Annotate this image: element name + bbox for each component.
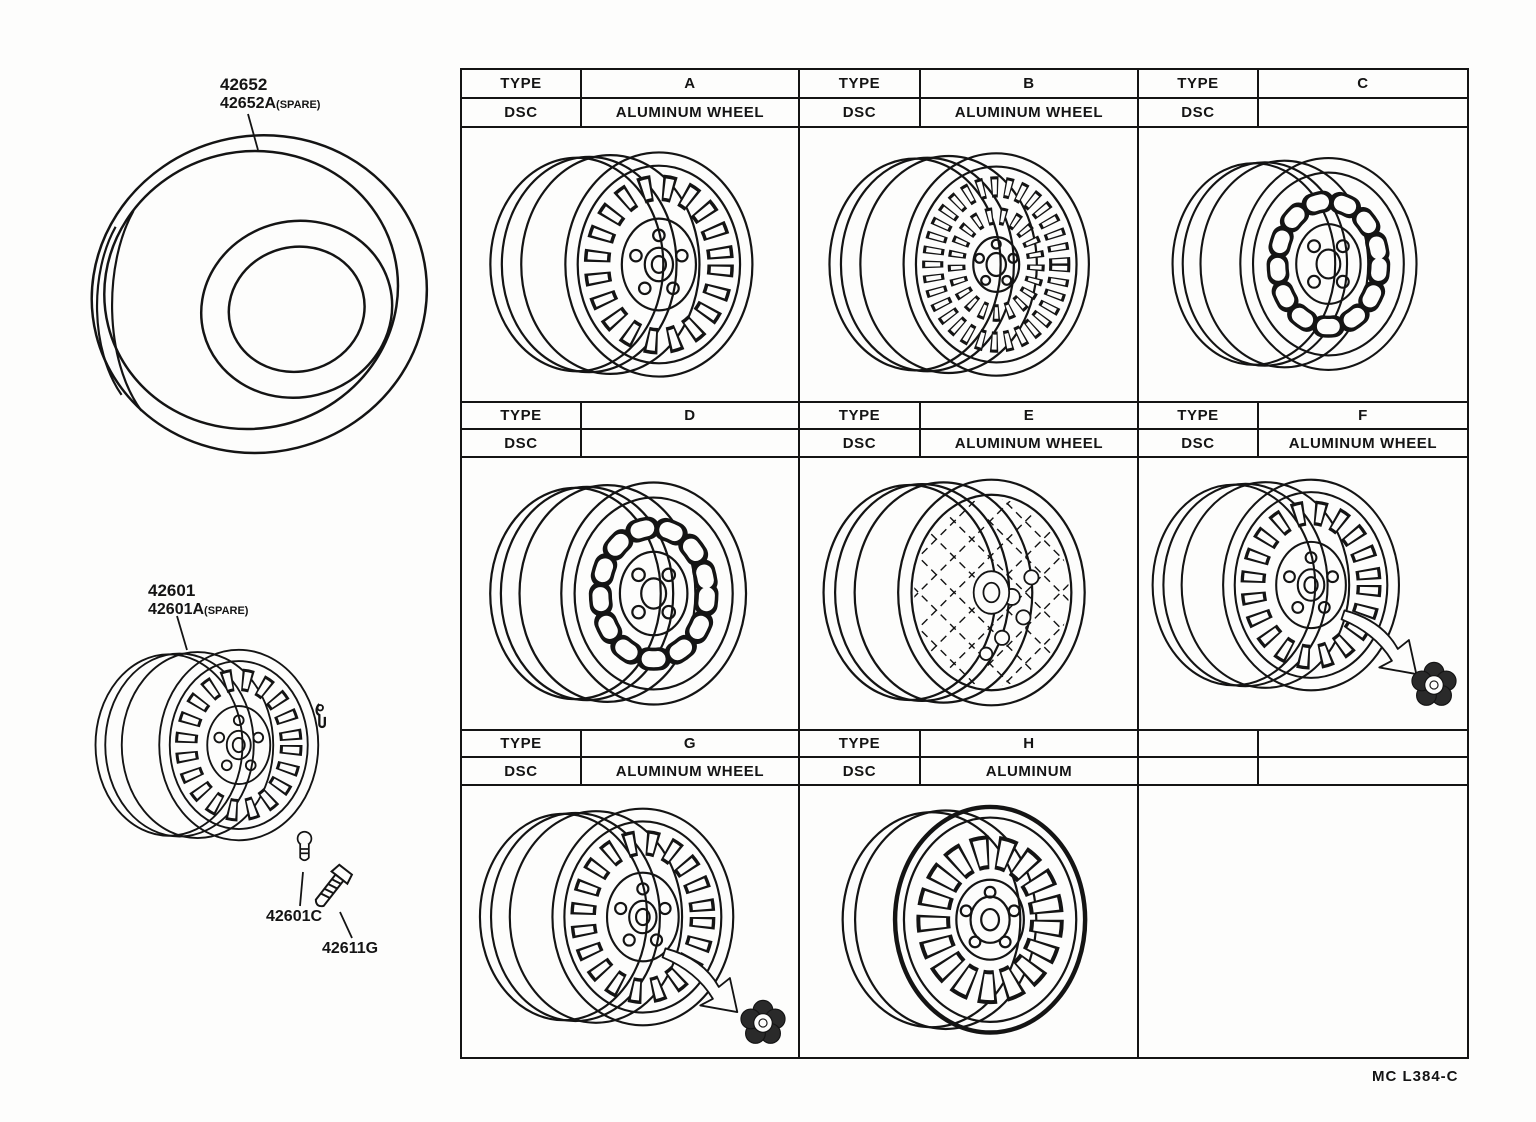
type-value-empty <box>1259 731 1467 756</box>
type-header-a: TYPE <box>462 70 580 97</box>
center-cap-star-icon <box>1405 656 1463 714</box>
cell-type-h <box>800 786 1137 1057</box>
cell-type-d <box>462 458 798 729</box>
cell-empty <box>1139 786 1467 1057</box>
tire-spare-note: (SPARE) <box>276 98 321 111</box>
dsc-value-empty <box>1259 758 1467 784</box>
type-value-h: H <box>921 731 1137 756</box>
cell-type-c <box>1139 128 1467 401</box>
type-value-b: B <box>921 70 1137 97</box>
dsc-value-c <box>1259 99 1467 126</box>
valve-part-icon <box>291 830 318 868</box>
wheel-spare-note: (SPARE) <box>204 604 249 617</box>
dsc-value-a: ALUMINUM WHEEL <box>582 99 798 126</box>
type-header-g: TYPE <box>462 731 580 756</box>
cell-type-a <box>462 128 798 401</box>
type-value-f: F <box>1259 403 1467 428</box>
wheel-type-b-illustration <box>818 133 1118 396</box>
type-value-e: E <box>921 403 1137 428</box>
cell-type-g <box>462 786 798 1057</box>
type-value-a: A <box>582 70 798 97</box>
page-code: MC L384-C <box>1372 1068 1459 1085</box>
dsc-value-h: ALUMINUM <box>921 758 1137 784</box>
type-header-h: TYPE <box>800 731 919 756</box>
cell-type-f <box>1139 458 1467 729</box>
dsc-header-empty <box>1139 758 1257 784</box>
wheel-type-a-illustration <box>478 133 778 396</box>
tire-part-number: 42652 <box>220 75 268 94</box>
dsc-value-b: ALUMINUM WHEEL <box>921 99 1137 126</box>
dsc-header-f: DSC <box>1139 430 1257 456</box>
type-header-b: TYPE <box>800 70 919 97</box>
spare-tire-illustration <box>82 122 438 472</box>
dsc-value-f: ALUMINUM WHEEL <box>1259 430 1467 456</box>
type-value-d: D <box>582 403 798 428</box>
wheel-part-label: 42601 42601A(SPARE) <box>148 581 249 618</box>
dsc-header-d: DSC <box>462 430 580 456</box>
dsc-header-a: DSC <box>462 99 580 126</box>
clip-part-icon <box>312 702 334 730</box>
wheel-type-e-illustration <box>812 460 1114 725</box>
dsc-value-g: ALUMINUM WHEEL <box>582 758 798 784</box>
cell-type-b <box>800 128 1137 401</box>
bolt-part-number: 42611G <box>322 940 379 957</box>
type-header-d: TYPE <box>462 403 580 428</box>
dsc-value-e: ALUMINUM WHEEL <box>921 430 1137 456</box>
dsc-header-e: DSC <box>800 430 919 456</box>
wheel-type-table: TYPE A DSC ALUMINUM WHEEL TYPE B DSC ALU… <box>460 68 1469 1059</box>
type-header-f: TYPE <box>1139 403 1257 428</box>
dsc-header-c: DSC <box>1139 99 1257 126</box>
dsc-header-g: DSC <box>462 758 580 784</box>
type-value-c: C <box>1259 70 1467 97</box>
cell-type-e <box>800 458 1137 729</box>
tire-part-label: 42652 42652A(SPARE) <box>220 75 321 112</box>
wheel-type-h-illustration <box>816 789 1118 1054</box>
dsc-value-d <box>582 430 798 456</box>
type-header-empty <box>1139 731 1257 756</box>
wheel-type-c-illustration <box>1159 136 1447 392</box>
center-cap-star-icon <box>734 994 792 1052</box>
tire-spare-number: 42652A(SPARE) <box>220 94 321 112</box>
wheel-spare-number: 42601A(SPARE) <box>148 600 249 618</box>
wheel-type-d-illustration <box>476 461 778 726</box>
dsc-header-b: DSC <box>800 99 919 126</box>
dsc-header-h: DSC <box>800 758 919 784</box>
type-value-g: G <box>582 731 798 756</box>
type-header-e: TYPE <box>800 403 919 428</box>
valve-part-number: 42601C <box>266 908 323 925</box>
disc-wheel-illustration <box>85 636 340 854</box>
type-header-c: TYPE <box>1139 70 1257 97</box>
wheel-part-number: 42601 <box>148 581 196 600</box>
